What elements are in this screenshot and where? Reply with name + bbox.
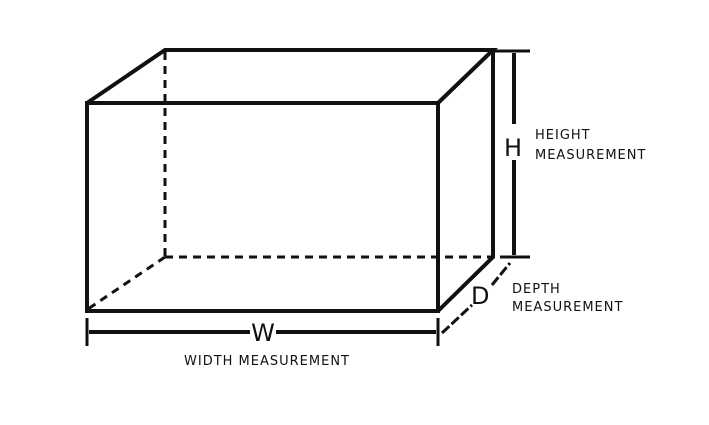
depth-label-line2: MEASUREMENT — [512, 300, 623, 315]
width-dimension — [85, 318, 440, 346]
width-letter: W — [251, 319, 275, 347]
height-label-line1: HEIGHT — [535, 128, 591, 143]
hidden-edges — [87, 52, 493, 311]
height-dimension — [488, 49, 530, 259]
depth-dimension — [440, 262, 512, 335]
depth-letter: D — [471, 282, 489, 310]
side-face — [436, 50, 495, 313]
depth-label-line1: DEPTH — [512, 282, 561, 297]
front-face — [85, 101, 440, 313]
height-letter: H — [504, 134, 522, 162]
top-face — [85, 48, 498, 105]
height-label-line2: MEASUREMENT — [535, 148, 646, 163]
width-label: WIDTH MEASUREMENT — [184, 354, 350, 369]
box-edges — [85, 48, 498, 313]
